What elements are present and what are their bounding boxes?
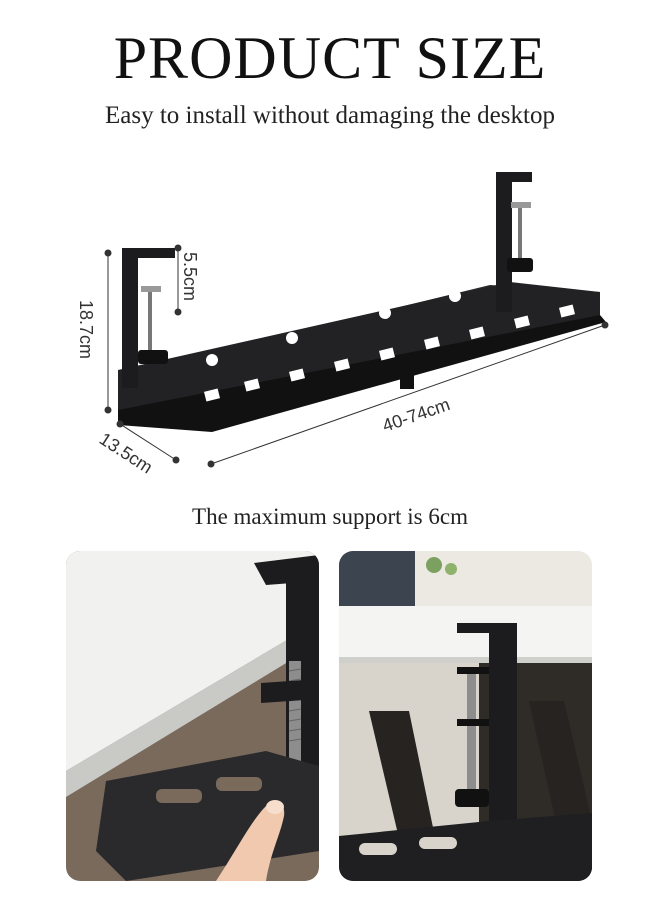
dimension-label-clamp-height: 5.5cm	[180, 252, 200, 301]
dimension-label-total-height: 18.7cm	[76, 300, 96, 359]
dimension-label-depth: 13.5cm	[96, 429, 156, 478]
cable-tray-illustration	[118, 172, 606, 432]
installation-closeup-photo	[66, 551, 319, 881]
support-caption: The maximum support is 6cm	[192, 504, 468, 529]
product-dimension-diagram: 5.5cm 18.7cm 40-74cm 13.5cm	[76, 172, 609, 478]
installed-under-desk-photo	[339, 551, 592, 881]
page-title: PRODUCT SIZE	[113, 25, 547, 91]
page-subtitle: Easy to install without damaging the des…	[105, 102, 555, 129]
